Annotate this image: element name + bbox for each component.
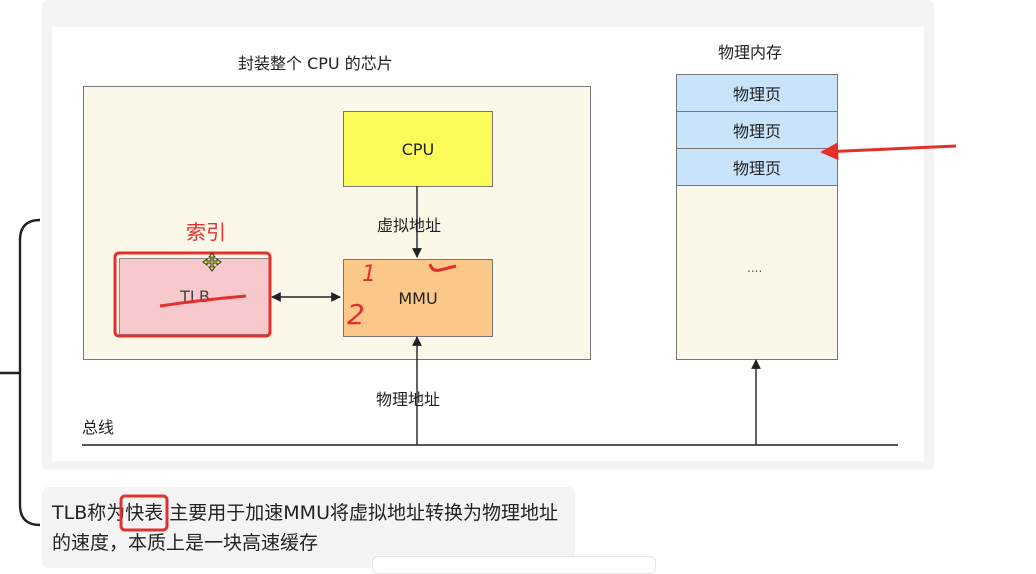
chip-label: 封装整个 CPU 的芯片 (238, 54, 393, 73)
virtual-address-label: 虚拟地址 (377, 216, 442, 235)
memory-page: 物理页 (677, 149, 837, 186)
tlb-highlight-box (113, 251, 272, 338)
description-highlight: 快表 (119, 494, 169, 532)
bus-label: 总线 (82, 418, 115, 437)
move-cursor-icon (202, 252, 222, 272)
annotation-number-1: 1 (362, 262, 376, 287)
description-prefix: TLB称为 (52, 502, 126, 524)
mmu-label: MMU (398, 288, 438, 308)
description-text: TLB称为快表 主要用于加速MMU将虚拟地址转换为物理地址的速度，本质上是一块高… (52, 494, 572, 558)
annotation-index: 索引 (186, 220, 226, 244)
memory-ellipsis: .... (747, 261, 763, 275)
mmu-scribble (428, 263, 457, 272)
red-pointer-arrow (820, 142, 957, 161)
memory-page: 物理页 (677, 75, 837, 112)
mmu-box: MMU (343, 259, 493, 337)
physical-memory-box: 物理页 物理页 物理页 .... (676, 74, 838, 360)
memory-label: 物理内存 (718, 43, 783, 62)
annotation-number-2: 2 (347, 298, 365, 331)
left-bracket (18, 218, 41, 527)
physical-address-label: 物理地址 (376, 390, 441, 409)
memory-page: 物理页 (677, 112, 837, 149)
cpu-label: CPU (401, 139, 435, 159)
description-suffix: 主要用于加速MMU将虚拟地址转换为物理地址的速度，本质上是一块高速缓存 (52, 502, 558, 554)
tlb-scribble (159, 294, 247, 308)
cpu-box: CPU (343, 111, 493, 187)
popup-stub (372, 556, 656, 574)
description-card (42, 487, 575, 568)
